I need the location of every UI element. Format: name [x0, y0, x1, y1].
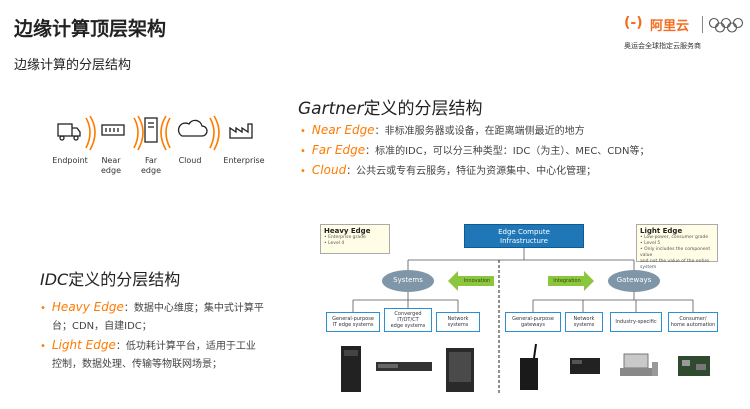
logo-tagline: 奥运会全球指定云服务商	[624, 42, 701, 50]
idc-heading: IDC定义的分层结构	[40, 266, 180, 290]
chassis-system-image	[446, 348, 474, 392]
box-network-systems-left: Network systems	[436, 312, 480, 332]
gartner-heading-prefix: Gartner	[298, 99, 364, 119]
integration-label: Integration	[553, 278, 581, 284]
idc-heading-prefix: IDC	[40, 270, 69, 289]
heavy-edge-box: Heavy Edge • Enterprise grade • Level 4	[320, 224, 390, 254]
circuit-board-image	[678, 356, 710, 376]
connection-arcs	[85, 115, 220, 151]
systems-label: Systems	[393, 276, 423, 284]
truck-icon	[57, 123, 81, 141]
slide-title: 边缘计算顶层架构	[14, 18, 167, 40]
aliyun-mark-icon: (-)	[624, 15, 643, 31]
rack-server-image	[376, 362, 432, 371]
edge-infra-diagram: Edge Compute Infrastructure Heavy Edge •…	[318, 220, 720, 400]
tier-label-near-edge: Near edge	[101, 156, 121, 175]
tier-label-enterprise: Enterprise	[223, 156, 265, 165]
gateways-label: Gateways	[616, 276, 652, 284]
gateways-ellipse	[608, 270, 660, 292]
gateway-device-image	[520, 343, 538, 390]
idc-item-heavy-edge: •Heavy Edge：数据中心维度；集中式计算平 台；CDN，自建IDC；	[40, 300, 264, 332]
tier-label-endpoint: Endpoint	[52, 156, 88, 165]
systems-ellipse	[382, 270, 434, 292]
network-switch-icon	[101, 124, 125, 136]
gartner-item-cloud: •Cloud：公共云或专有云服务，特征为资源集中、中心化管理；	[300, 163, 597, 177]
box-converged-systems: Converged IT/OT/CT edge systems	[384, 308, 432, 332]
gartner-item-far-edge: •Far Edge：标准的IDC，可以分三种类型：IDC（为主）、MEC、CDN…	[300, 143, 650, 157]
gartner-heading: Gartner定义的分层结构	[298, 94, 482, 119]
box-industry-specific: Industry-specific	[610, 312, 662, 332]
light-edge-box: Light Edge • Low-power, consumer grade •…	[636, 224, 718, 270]
gartner-heading-suffix: 定义的分层结构	[363, 99, 483, 119]
idc-heading-suffix: 定义的分层结构	[68, 270, 181, 289]
slide-subtitle: 边缘计算的分层结构	[14, 58, 132, 73]
diagram-lines	[352, 248, 694, 395]
box-general-purpose-gateways: General-purpose gateways	[505, 312, 561, 332]
tier-label-cloud: Cloud	[178, 156, 202, 165]
aliyun-logo: (-) 阿里云 奥运会全球指定云服务商	[622, 15, 744, 57]
right-arrow	[548, 271, 594, 291]
tier-label-far-edge: Far edge	[141, 156, 161, 175]
gartner-item-near-edge: •Near Edge：非标准服务器或设备，在距离端侧最近的地方	[300, 123, 585, 137]
logo-separator	[702, 16, 703, 33]
box-general-purpose-it: General-purpose IT edge systems	[326, 312, 380, 332]
olympic-rings-icon	[708, 17, 744, 33]
factory-icon	[229, 123, 253, 139]
server-tower-icon	[144, 117, 158, 143]
box-network-systems-right: Network systems	[565, 312, 603, 332]
idc-item-light-edge: •Light Edge：低功耗计算平台，适用于工业 控制，数据处理、传输等物联网…	[40, 338, 256, 370]
tier-icons-row	[57, 115, 253, 151]
network-box-image	[570, 358, 600, 374]
left-arrow	[448, 271, 494, 291]
tower-server-image	[341, 346, 361, 392]
edge-compute-infra-box: Edge Compute Infrastructure	[464, 224, 584, 248]
box-consumer-home: Consumer/ home automation	[668, 312, 718, 332]
cloud-icon	[177, 119, 208, 137]
bulldozer-image	[620, 353, 658, 376]
logo-brand: 阿里云	[650, 19, 690, 34]
innovation-label: Innovation	[463, 278, 491, 284]
